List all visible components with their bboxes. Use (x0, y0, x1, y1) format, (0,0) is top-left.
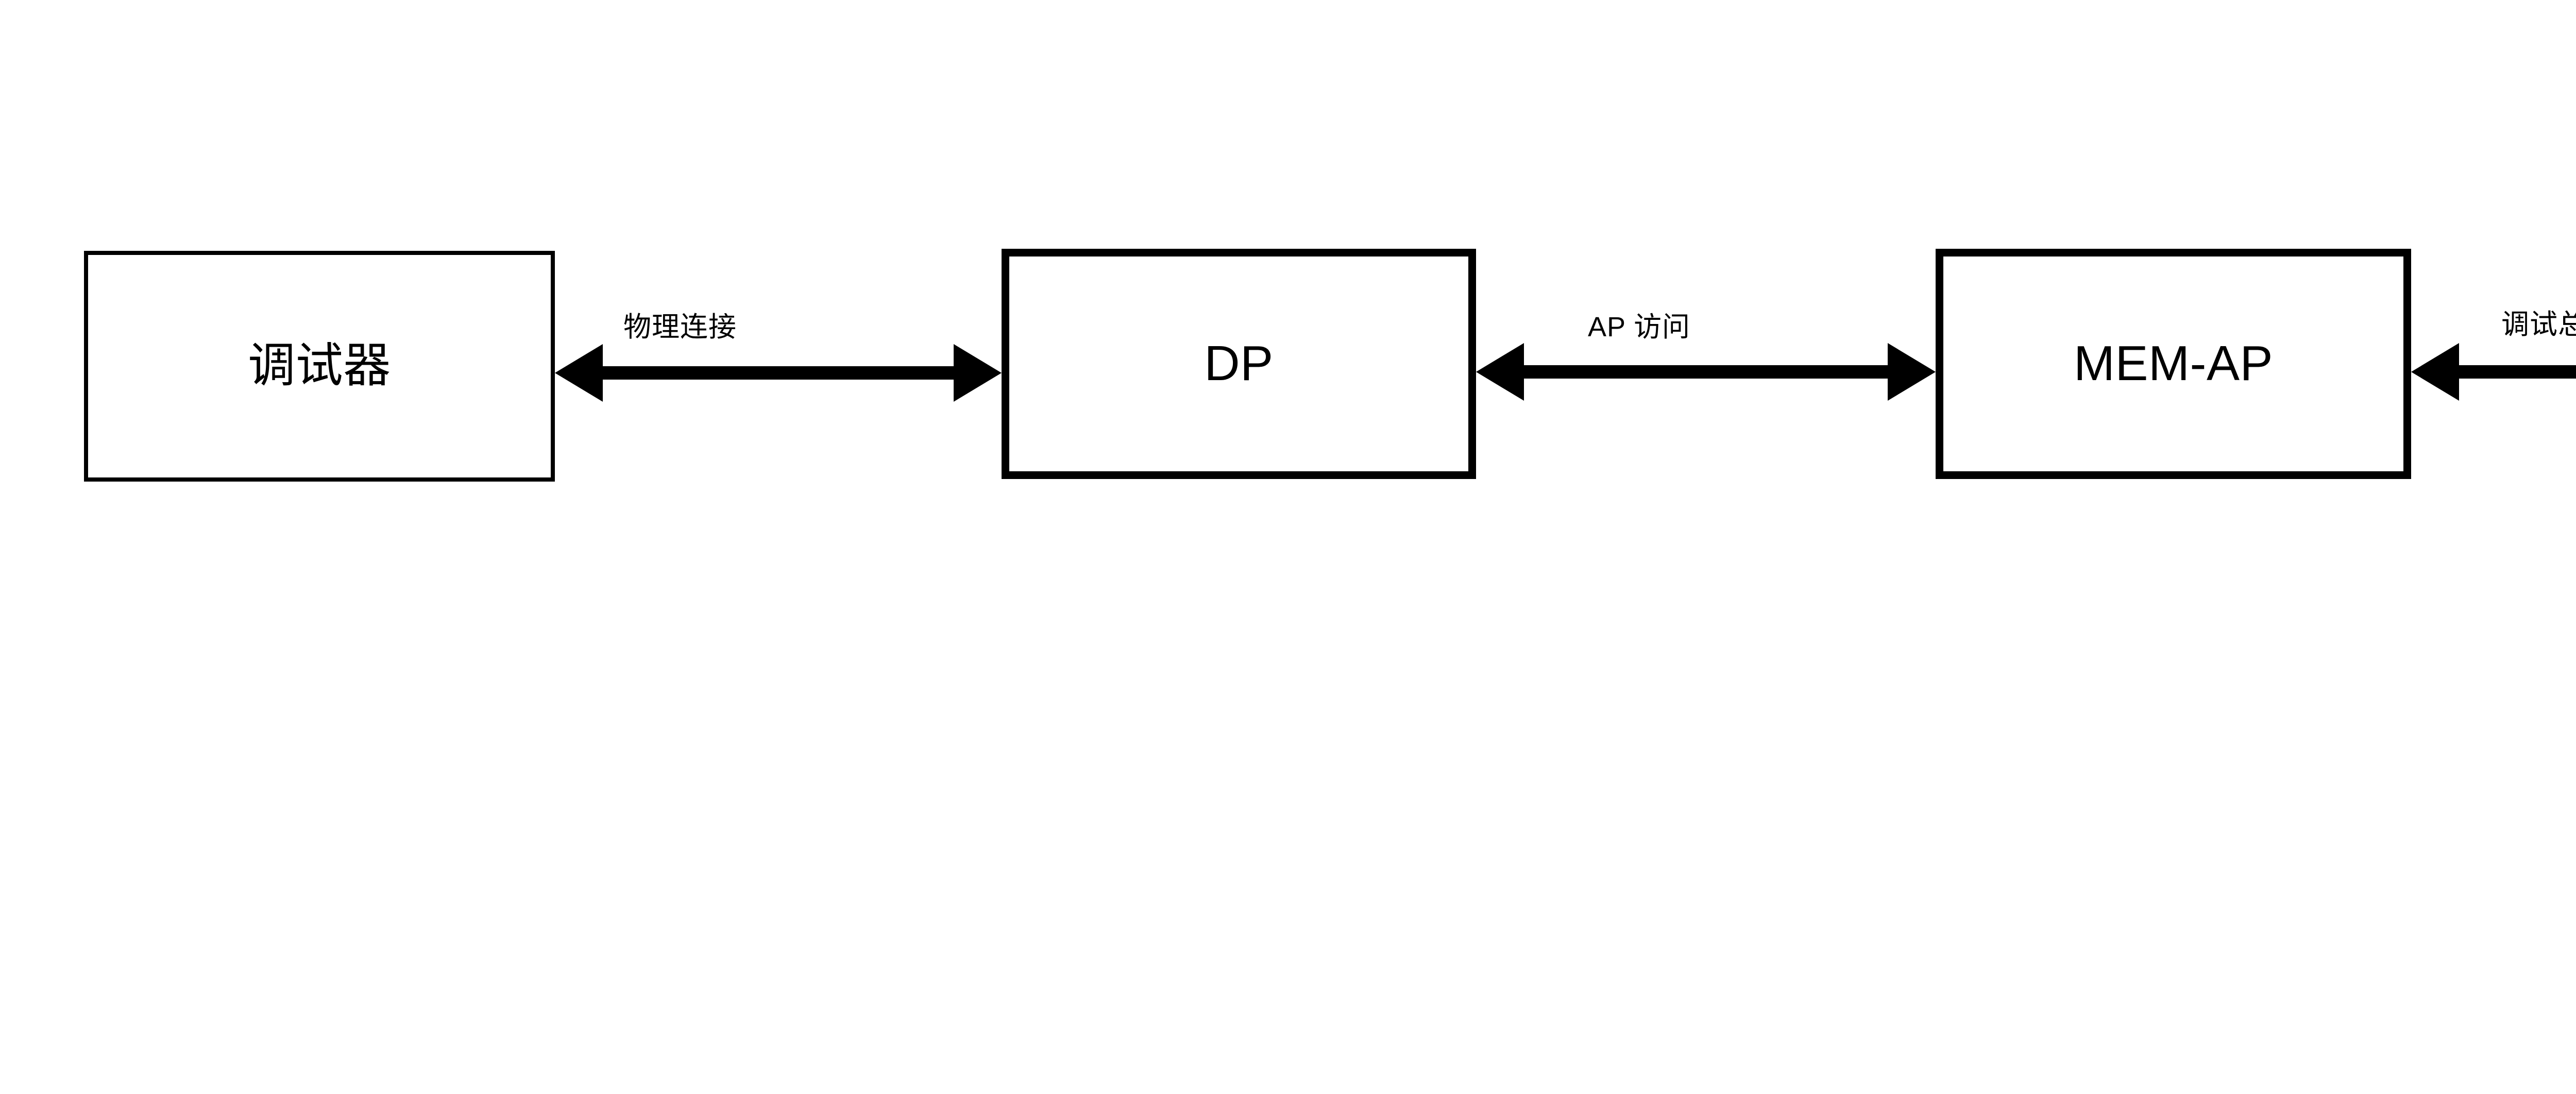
edge-label-ap-access: AP 访问 (1588, 312, 1691, 343)
node-debugger-label: 调试器 (248, 339, 391, 392)
edge-dp-memap (1476, 343, 1936, 401)
node-mem-ap-label: MEM-AP (2074, 336, 2273, 391)
node-mem-ap[interactable]: MEM-AP (1936, 249, 2411, 479)
edge-debugger-dp (555, 344, 1002, 402)
edge-label-physical-connection: 物理连接 (623, 312, 737, 343)
edge-memap-dbgregs (2411, 343, 2576, 401)
node-dp-label: DP (1204, 336, 1274, 391)
node-debugger[interactable]: 调试器 (84, 251, 555, 482)
node-dp[interactable]: DP (1002, 249, 1476, 479)
edge-label-debug-bus-access: 调试总线访问 (2501, 309, 2576, 340)
